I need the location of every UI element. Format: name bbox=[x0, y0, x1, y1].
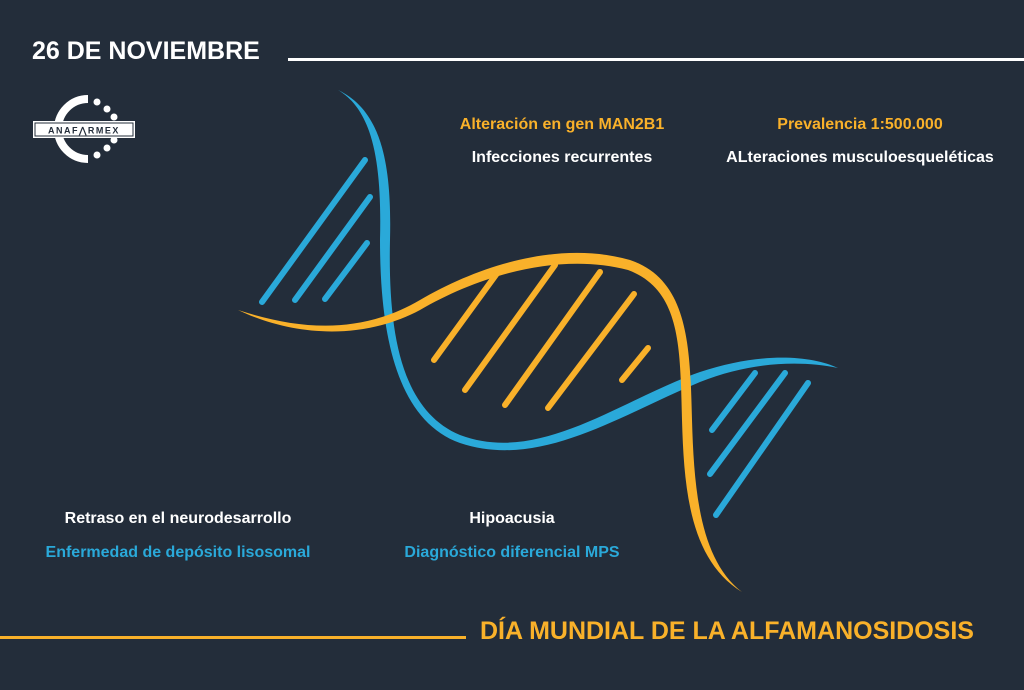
top-divider bbox=[288, 58, 1024, 61]
blue-rung bbox=[707, 370, 788, 477]
yellow-strand bbox=[238, 252, 742, 592]
blue-rung bbox=[259, 157, 368, 305]
blue-rung bbox=[713, 380, 811, 518]
fact-musculoskeletal: ALteraciones musculoesqueléticas bbox=[726, 149, 994, 166]
blue-rung bbox=[322, 240, 370, 302]
yellow-rung bbox=[431, 269, 501, 363]
fact-diagnosis: Diagnóstico diferencial MPS bbox=[404, 544, 620, 561]
fact-lysosomal: Enfermedad de depósito lisosomal bbox=[45, 544, 311, 561]
blue-rung bbox=[292, 194, 373, 303]
fact-infections: Infecciones recurrentes bbox=[471, 149, 653, 166]
anafarmex-logo: ANAF⋀RMEX bbox=[33, 95, 135, 163]
footer-title: DÍA MUNDIAL DE LA ALFAMANOSIDOSIS bbox=[480, 617, 974, 645]
date-heading: 26 DE NOVIEMBRE bbox=[32, 37, 260, 65]
yellow-rung bbox=[462, 262, 558, 393]
blue-strand bbox=[338, 90, 838, 451]
blue-rung bbox=[709, 370, 758, 433]
yellow-rung bbox=[545, 291, 637, 411]
fact-gene: Alteración en gen MAN2B1 bbox=[459, 116, 665, 133]
yellow-rung bbox=[502, 269, 603, 408]
fact-prevalence: Prevalencia 1:500.000 bbox=[777, 116, 943, 133]
yellow-rung bbox=[619, 345, 651, 383]
fact-neurodevelopment: Retraso en el neurodesarrollo bbox=[64, 510, 292, 527]
bottom-divider bbox=[0, 636, 466, 639]
svg-text:ANAF⋀RMEX: ANAF⋀RMEX bbox=[48, 126, 120, 136]
fact-hearing: Hipoacusia bbox=[469, 510, 555, 527]
